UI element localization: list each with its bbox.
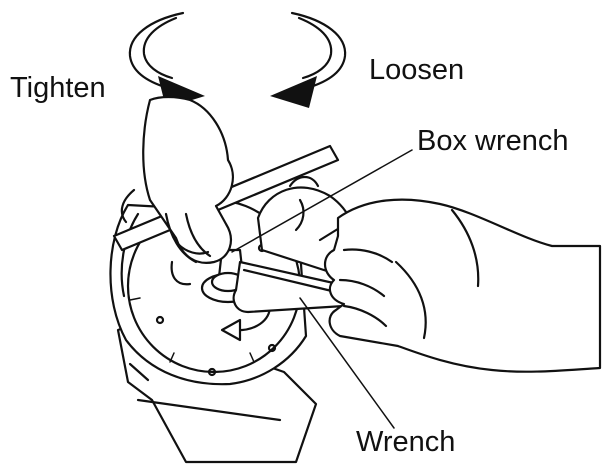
loosen-arrow-icon xyxy=(270,11,347,108)
box-wrench-label: Box wrench xyxy=(417,125,569,157)
left-hand xyxy=(142,95,234,286)
box-wrench-leader xyxy=(231,149,413,253)
right-hand xyxy=(323,198,602,373)
tighten-arrow-icon xyxy=(128,11,205,108)
tighten-label: Tighten xyxy=(10,72,106,104)
wrench-label: Wrench xyxy=(356,426,456,458)
wrench-leader xyxy=(299,297,395,429)
leader-lines xyxy=(231,149,413,429)
loosen-label: Loosen xyxy=(369,54,465,86)
